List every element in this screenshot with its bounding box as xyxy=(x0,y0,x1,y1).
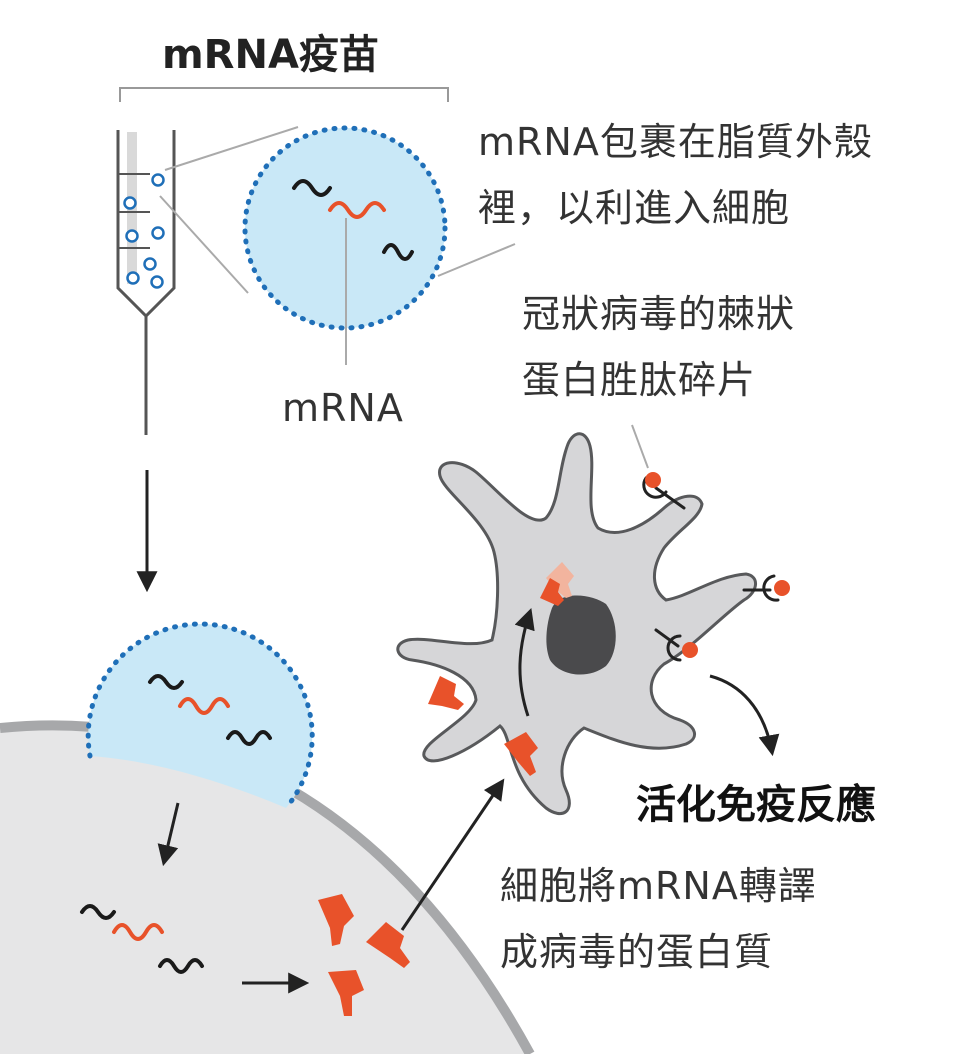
arrow-uptake xyxy=(514,608,535,717)
label-spike-1: 冠狀病毒的棘狀 xyxy=(522,292,796,336)
label-spike-2: 蛋白胜肽碎片 xyxy=(522,358,757,402)
label-immune-response: 活化免疫反應 xyxy=(636,782,876,828)
dendritic-cell xyxy=(396,424,790,815)
label-lipid-shell-2: 裡，以利進入細胞 xyxy=(478,186,791,230)
label-mrna: mRNA xyxy=(282,386,404,430)
lipid-nanoparticle xyxy=(242,125,516,365)
title-bracket xyxy=(119,87,449,102)
free-mrna xyxy=(80,904,204,974)
syringe-icon xyxy=(116,130,176,435)
arrow-export xyxy=(400,778,505,931)
page-title: mRNA疫苗 xyxy=(162,32,379,78)
arrow-release xyxy=(157,802,180,867)
zoom-lines xyxy=(159,126,299,294)
label-translate-1: 細胞將mRNA轉譯 xyxy=(500,864,817,908)
protein-fragments xyxy=(318,894,410,1016)
label-lipid-shell-1: mRNA包裹在脂質外殼 xyxy=(478,120,873,164)
arrow-immune xyxy=(709,674,780,757)
loose-proteins xyxy=(428,676,538,776)
label-translate-2: 成病毒的蛋白質 xyxy=(500,930,774,974)
fusing-nanoparticle xyxy=(85,621,315,811)
